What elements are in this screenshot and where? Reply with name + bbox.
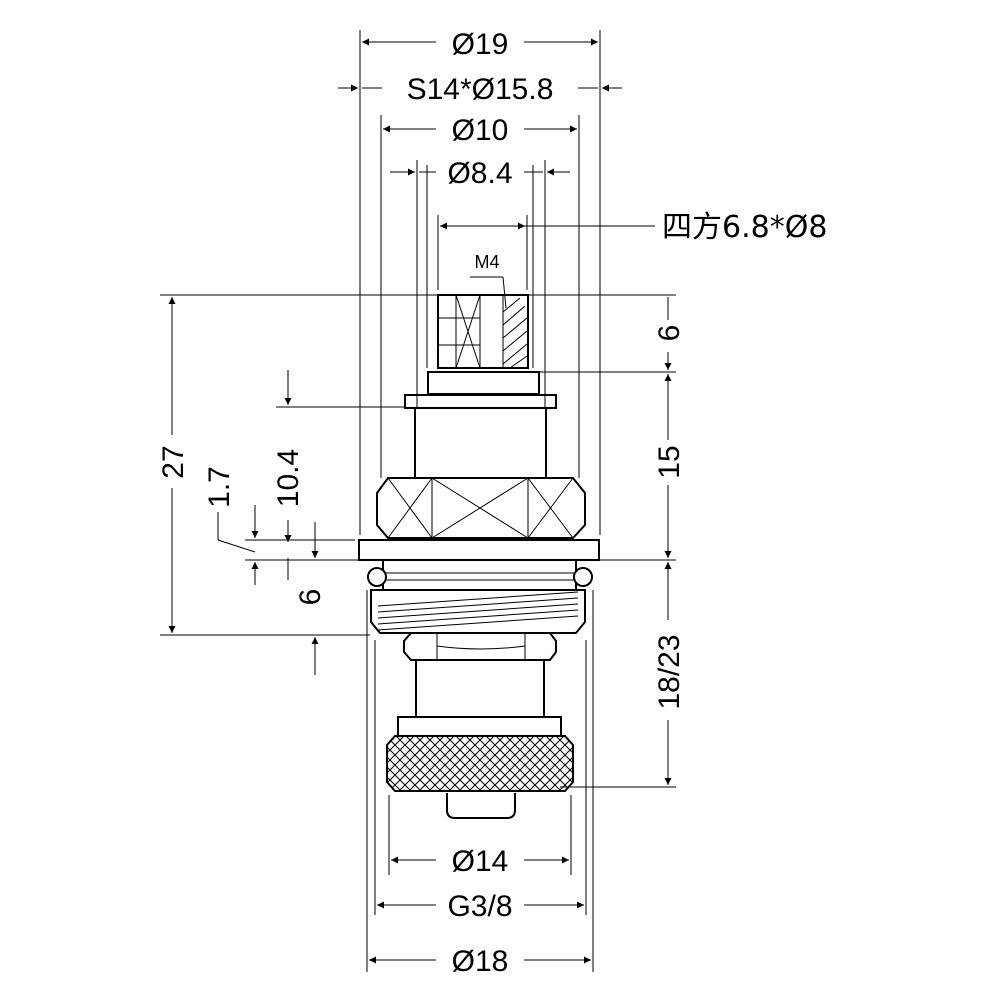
dim-right-6: 6: [653, 325, 686, 342]
dimension-lines: [168, 38, 672, 964]
lower-washer: [397, 716, 562, 737]
threaded-body: [370, 589, 586, 634]
dim-phi14: Ø14: [452, 845, 509, 878]
dimension-labels: Ø19 S14*Ø15.8 Ø10 Ø8.4 四方6.8*Ø8 M4 6 15 …: [157, 28, 827, 978]
dim-s14-phi15-8: S14*Ø15.8: [407, 73, 554, 106]
o-ring-section: [367, 559, 593, 591]
extension-lines: [160, 30, 676, 972]
dim-phi18: Ø18: [452, 945, 509, 978]
bottom-tip: [446, 793, 516, 819]
dim-right-18-23: 18/23: [653, 634, 686, 709]
dim-left-10-4: 10.4: [272, 449, 305, 507]
dim-square-callout: 四方6.8*Ø8: [662, 210, 827, 245]
dim-m4: M4: [474, 252, 499, 272]
valve-cartridge: [358, 294, 600, 819]
dim-left-1-7: 1.7: [203, 466, 236, 508]
dim-left-6: 6: [294, 589, 327, 606]
dim-phi10: Ø10: [452, 114, 509, 147]
dim-g3-8: G3/8: [447, 890, 512, 923]
thread-hatch: [502, 297, 528, 369]
dim-phi19: Ø19: [452, 28, 509, 61]
flange-washer: [404, 394, 557, 409]
main-flange: [358, 539, 600, 561]
lower-hex: [403, 632, 557, 661]
upper-sleeve: [414, 407, 547, 479]
hex-nut: [376, 477, 586, 539]
knurled-base: [386, 735, 574, 792]
dim-phi8-4: Ø8.4: [447, 157, 512, 190]
collar: [427, 371, 540, 395]
dim-right-15: 15: [653, 445, 686, 478]
o-ring-right: [573, 567, 593, 587]
o-ring-left: [367, 567, 387, 587]
spindle-head: [437, 294, 529, 369]
lower-shaft: [415, 659, 545, 718]
dim-left-27: 27: [157, 445, 190, 478]
